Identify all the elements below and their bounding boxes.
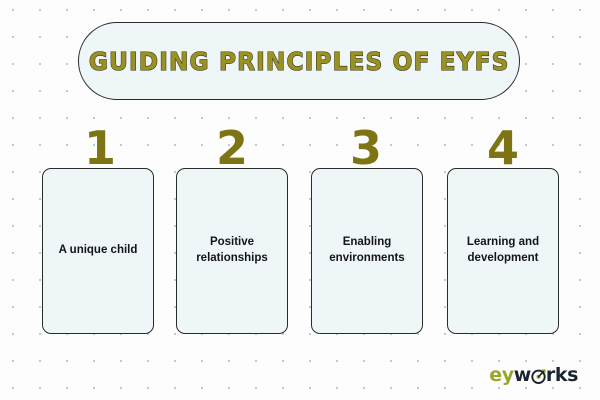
title-pill: Guiding Principles of EYFS [78, 22, 520, 100]
card-label-1: A unique child [58, 244, 138, 257]
logo-text-ey: ey [489, 363, 514, 386]
logo-text-w: w [513, 363, 532, 386]
card-number-4: 4 [486, 121, 519, 175]
eyworks-logo[interactable]: ey w rks [489, 364, 578, 386]
principle-card-1[interactable]: 1 A unique child [42, 125, 154, 334]
card-body-4[interactable]: Learning and development [447, 168, 559, 334]
principle-card-2[interactable]: 2 Positive relationships [176, 125, 288, 334]
card-label-3: Enabling environments [329, 236, 405, 264]
principles-card-row: 1 A unique child 2 Positive relationship… [42, 125, 560, 334]
page-title: Guiding Principles of EYFS [88, 46, 510, 76]
principle-card-4[interactable]: 4 Learning and development [447, 125, 559, 334]
card-number-2: 2 [215, 121, 248, 175]
principle-card-3[interactable]: 3 Enabling environments [311, 125, 423, 334]
target-icon [531, 368, 546, 384]
card-number-3: 3 [349, 121, 382, 175]
logo-text-rks: rks [545, 363, 579, 386]
card-body-1[interactable]: A unique child [42, 168, 154, 334]
card-number-1: 1 [83, 121, 116, 175]
card-body-3[interactable]: Enabling environments [311, 168, 423, 334]
card-body-2[interactable]: Positive relationships [176, 168, 288, 334]
card-label-2: Positive relationships [196, 236, 268, 264]
card-label-4: Learning and development [466, 236, 540, 264]
